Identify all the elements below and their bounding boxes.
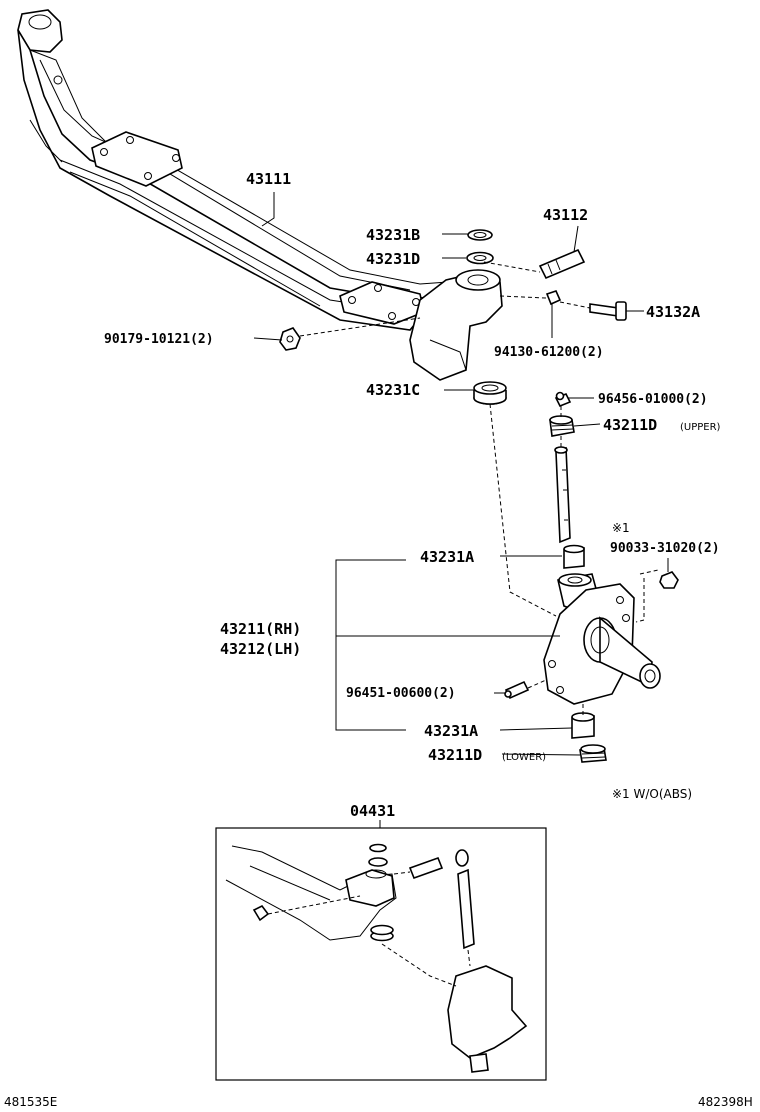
label-bush-lower: 43231A <box>424 722 478 740</box>
grease-fitting-96451 <box>504 680 530 700</box>
king-pin <box>554 446 571 544</box>
label-pin: 43112 <box>543 206 588 224</box>
label-cap-lower: 43211D <box>428 746 482 764</box>
grease-fitting-96456 <box>554 391 572 408</box>
label-bush-upper: 43231A <box>420 548 474 566</box>
label-cap-lower-note: (LOWER) <box>502 752 546 763</box>
label-nut-right: 94130-61200(2) <box>494 345 604 360</box>
label-cap-upper: 43211D <box>603 416 657 434</box>
bushing-lower-43231a <box>571 712 595 739</box>
knuckle-pin-43112 <box>538 248 586 280</box>
label-grease-upper: 96456-01000(2) <box>598 392 708 407</box>
part-labels: 43111 43112 43231B 43231D 43132A 90179-1… <box>4 170 753 1109</box>
kit-inset <box>215 820 547 1081</box>
nut-90033 <box>659 571 679 589</box>
bushing-upper-43231a <box>563 544 585 569</box>
nut-94130 <box>545 290 562 306</box>
shim-43231d <box>466 251 494 265</box>
label-grease-lower: 96451-00600(2) <box>346 686 456 701</box>
label-knuckle-rh: 43211(RH) <box>220 620 301 638</box>
label-shim-d: 43231D <box>366 250 420 268</box>
cap-lower-43211d <box>579 744 607 763</box>
footer-left-code: 481535E <box>4 1095 57 1109</box>
steering-knuckle <box>543 573 661 705</box>
label-shim-b: 43231B <box>366 226 420 244</box>
label-beam: 43111 <box>246 170 291 188</box>
cap-upper-43211d <box>549 415 575 437</box>
label-knuckle-lh: 43212(LH) <box>220 640 301 658</box>
leader-lines <box>253 192 669 756</box>
label-nut-left: 90179-10121(2) <box>104 332 214 347</box>
label-cap-upper-note: (UPPER) <box>680 422 721 433</box>
label-seal-c: 43231C <box>366 381 420 399</box>
label-bolt: 43132A <box>646 303 700 321</box>
bolt-43132a <box>589 301 627 321</box>
label-abs-mark: ※1 <box>612 521 630 535</box>
shim-43231b <box>467 229 493 241</box>
footnote: ※1 W/O(ABS) <box>612 787 692 801</box>
label-kit: 04431 <box>350 802 395 820</box>
axle-beam <box>17 9 503 381</box>
label-nut-abs: 90033-31020(2) <box>610 541 720 556</box>
seal-43231c <box>473 381 507 405</box>
nut-90179 <box>279 327 301 351</box>
footer-right-code: 482398H <box>698 1095 753 1109</box>
